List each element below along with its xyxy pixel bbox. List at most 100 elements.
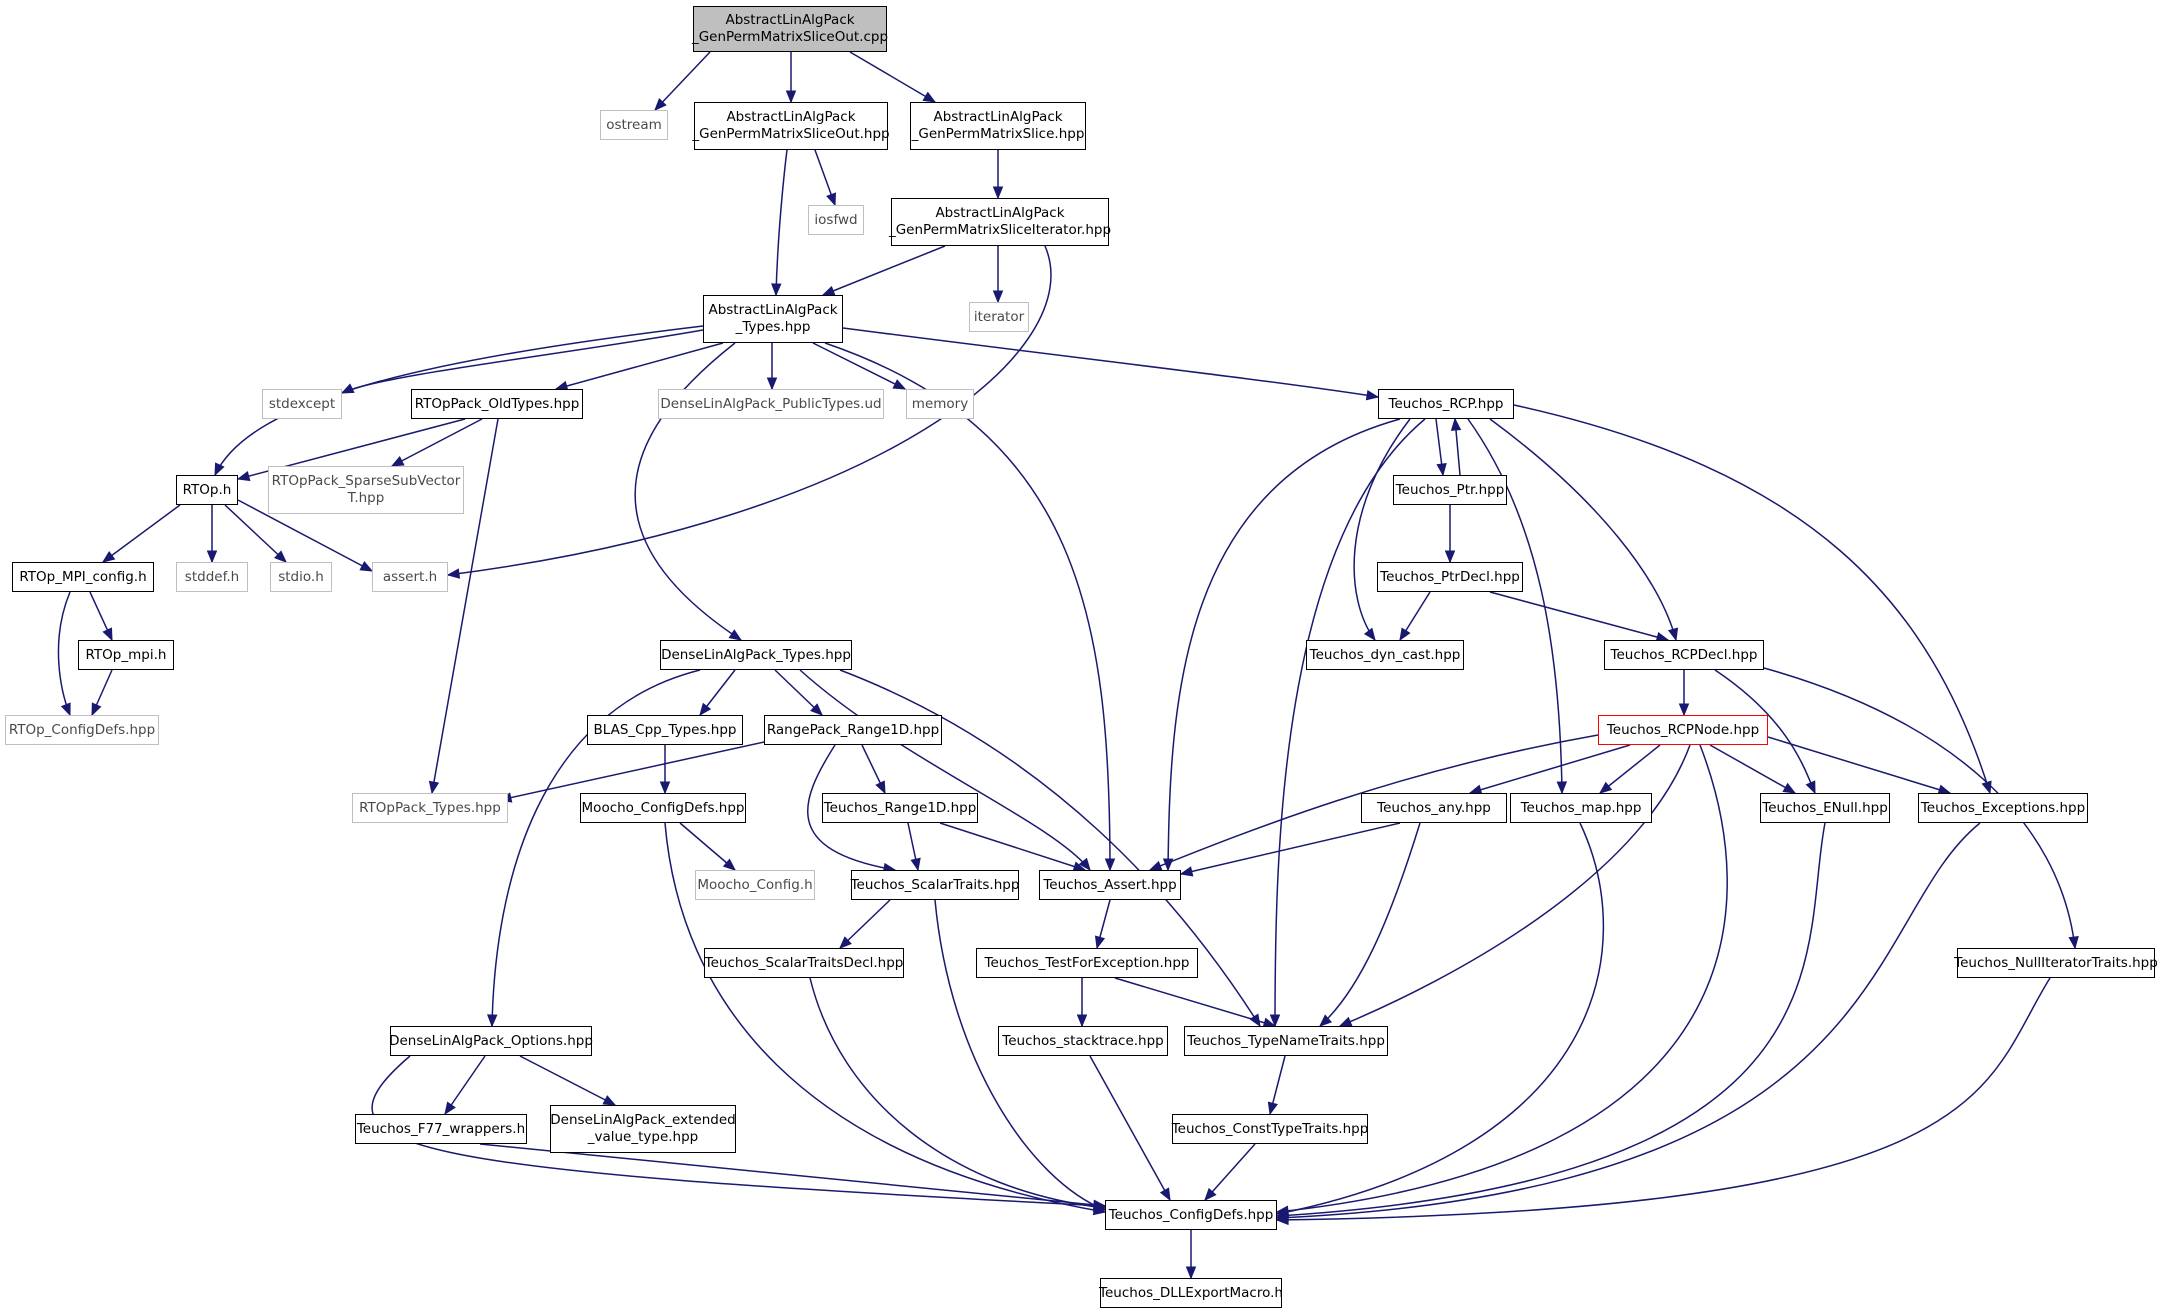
node-blas[interactable]: BLAS_Cpp_Types.hpp — [587, 715, 743, 745]
node-label: _GenPermMatrixSlice.hpp — [911, 126, 1085, 142]
node-consttypetraits[interactable]: Teuchos_ConstTypeTraits.hpp — [1172, 1114, 1368, 1144]
node-label: Teuchos_any.hpp — [1377, 799, 1491, 816]
node-nulliter[interactable]: Teuchos_NullIteratorTraits.hpp — [1954, 948, 2158, 978]
node-label: Teuchos_stacktrace.hpp — [1002, 1032, 1164, 1049]
edge-types_hpp-to-stdexcept — [341, 329, 704, 394]
node-enull[interactable]: Teuchos_ENull.hpp — [1760, 793, 1890, 823]
edge-rcpnode-to-assert_hpp — [1149, 734, 1599, 871]
arrowhead-rcpnode — [1678, 703, 1690, 717]
node-ptr-hpp[interactable]: Teuchos_Ptr.hpp — [1393, 475, 1507, 505]
edge-teuchos_range1d-to-assert_hpp — [939, 822, 1086, 871]
edge-types_hpp-to-rcp_hpp — [842, 327, 1379, 398]
node-range1d-pack[interactable]: RangePack_Range1D.hpp — [764, 715, 942, 745]
node-f77[interactable]: Teuchos_F77_wrappers.h — [355, 1114, 527, 1144]
arrowhead-mpi_config — [101, 550, 116, 563]
node-mpi-config[interactable]: RTOp_MPI_config.h — [12, 562, 154, 592]
node-out-hpp[interactable]: AbstractLinAlgPack_GenPermMatrixSliceOut… — [692, 102, 890, 150]
edge-root-to-ostream — [654, 51, 711, 111]
arrowhead-ptr_hpp — [1436, 462, 1447, 477]
node-label: stdexcept — [268, 395, 336, 412]
edge-rcpnode-to-enull — [1709, 744, 1796, 794]
node-label: AbstractLinAlgPack — [708, 302, 838, 318]
node-label: Teuchos_NullIteratorTraits.hpp — [1954, 954, 2158, 971]
edge-testforexc-to-typenametraits — [1114, 977, 1276, 1027]
arrowhead-rtop_h — [236, 470, 251, 482]
node-label: memory — [911, 395, 969, 412]
node-configdefs[interactable]: Teuchos_ConfigDefs.hpp — [1105, 1200, 1277, 1230]
node-rtop-mpi[interactable]: RTOp_mpi.h — [78, 640, 174, 670]
node-teuchos-range1d[interactable]: Teuchos_Range1D.hpp — [822, 793, 978, 823]
edge-scalartraitsdecl-to-configdefs — [809, 977, 1106, 1209]
arrowhead-dense_types — [728, 629, 743, 641]
node-label: Teuchos_Exceptions.hpp — [1920, 799, 2086, 816]
arrowhead-stdio — [274, 550, 287, 563]
edge-types_hpp-to-rtop_oldtypes — [555, 342, 724, 390]
arrowhead-iosfwd — [826, 192, 836, 207]
node-label: Teuchos_DLLExportMacro.h — [1099, 1284, 1283, 1301]
node-label: Teuchos_TypeNameTraits.hpp — [1187, 1032, 1385, 1049]
node-iter-hpp[interactable]: AbstractLinAlgPack_GenPermMatrixSliceIte… — [888, 198, 1112, 246]
edge-range1d_pack-to-rtoppack_types — [499, 741, 765, 801]
node-label: Teuchos_F77_wrappers.h — [356, 1120, 526, 1137]
arrowhead-types_hpp — [771, 283, 782, 297]
node-label: _GenPermMatrixSliceOut.hpp — [692, 126, 890, 142]
arrowhead-iterator — [992, 290, 1004, 304]
edge-dense_types-to-assert_hpp — [799, 669, 1091, 871]
node-dyn-cast[interactable]: Teuchos_dyn_cast.hpp — [1306, 640, 1464, 670]
node-stacktrace[interactable]: Teuchos_stacktrace.hpp — [998, 1026, 1168, 1056]
node-types-hpp[interactable]: AbstractLinAlgPack_Types.hpp — [703, 295, 843, 343]
arrowhead-f77 — [444, 1101, 456, 1116]
arrowhead-assert_hpp — [1148, 860, 1163, 871]
node-rtop-oldtypes[interactable]: RTOpPack_OldTypes.hpp — [411, 389, 583, 419]
node-label: Teuchos_Range1D.hpp — [823, 799, 977, 816]
node-rtop-h[interactable]: RTOp.h — [176, 475, 238, 505]
arrowhead-ostream — [654, 98, 667, 111]
edge-iter_hpp-to-types_hpp — [822, 245, 946, 296]
node-ptrdecl[interactable]: Teuchos_PtrDecl.hpp — [1377, 562, 1523, 592]
node-dense-extended[interactable]: DenseLinAlgPack_extended_value_type.hpp — [550, 1105, 736, 1153]
node-assert-hpp[interactable]: Teuchos_Assert.hpp — [1039, 870, 1181, 900]
node-typenametraits[interactable]: Teuchos_TypeNameTraits.hpp — [1184, 1026, 1388, 1056]
node-dense-options[interactable]: DenseLinAlgPack_Options.hpp — [389, 1026, 593, 1056]
arrowhead-dense_options — [486, 1014, 498, 1028]
arrowhead-assert_h — [359, 560, 374, 572]
node-label: _GenPermMatrixSliceIterator.hpp — [888, 222, 1112, 238]
arrowhead-rtop_configdefs — [91, 702, 102, 717]
node-exceptions[interactable]: Teuchos_Exceptions.hpp — [1918, 793, 2088, 823]
edge-ptrdecl-to-rcpdecl — [1489, 591, 1669, 641]
node-label: RTOpPack_SparseSubVector — [271, 473, 461, 489]
arrowhead-stacktrace — [1076, 1014, 1088, 1028]
edge-mpi_config-to-rtop_configdefs — [57, 591, 71, 716]
node-rcp-hpp[interactable]: Teuchos_RCP.hpp — [1378, 389, 1514, 419]
edge-rcp_hpp-to-map — [1467, 418, 1563, 794]
node-scalartraitsdecl[interactable]: Teuchos_ScalarTraitsDecl.hpp — [704, 948, 904, 978]
node-scalartraits[interactable]: Teuchos_ScalarTraits.hpp — [851, 870, 1019, 900]
node-rcpdecl[interactable]: Teuchos_RCPDecl.hpp — [1604, 640, 1764, 670]
arrowhead-rtop_h — [214, 462, 225, 477]
node-map[interactable]: Teuchos_map.hpp — [1510, 793, 1652, 823]
node-label: Teuchos_ConfigDefs.hpp — [1108, 1206, 1274, 1223]
edge-map-to-configdefs — [1276, 822, 1605, 1215]
arrowhead-scalartraitsdecl — [839, 936, 852, 949]
arrowhead-teuchos_range1d — [875, 780, 886, 795]
node-dense-types[interactable]: DenseLinAlgPack_Types.hpp — [660, 640, 852, 670]
node-moocho-configdefs[interactable]: Moocho_ConfigDefs.hpp — [580, 793, 746, 823]
edge-any-to-assert_hpp — [1180, 822, 1401, 875]
edge-moocho_configdefs-to-moocho_config — [679, 822, 736, 871]
edge-rtop_h-to-mpi_config — [102, 504, 181, 563]
edge-dense_types-to-dense_options — [491, 669, 701, 1027]
node-rcpnode[interactable]: Teuchos_RCPNode.hpp — [1598, 715, 1768, 745]
node-label: DenseLinAlgPack_PublicTypes.ud — [660, 395, 882, 412]
node-slice-hpp[interactable]: AbstractLinAlgPack_GenPermMatrixSlice.hp… — [910, 102, 1086, 150]
node-testforexc[interactable]: Teuchos_TestForException.hpp — [976, 948, 1198, 978]
arrowhead-map — [1598, 781, 1613, 794]
node-label: RTOp_ConfigDefs.hpp — [8, 721, 156, 738]
node-dllexport[interactable]: Teuchos_DLLExportMacro.h — [1099, 1278, 1283, 1308]
node-any[interactable]: Teuchos_any.hpp — [1361, 793, 1507, 823]
node-label: DenseLinAlgPack_Options.hpp — [389, 1032, 593, 1049]
node-root[interactable]: AbstractLinAlgPack_GenPermMatrixSliceOut… — [692, 6, 888, 52]
edge-dense_options-to-configdefs — [371, 1055, 1106, 1207]
arrowhead-assert_h — [446, 568, 461, 579]
edge-dense_options-to-dense_extended — [519, 1055, 616, 1106]
